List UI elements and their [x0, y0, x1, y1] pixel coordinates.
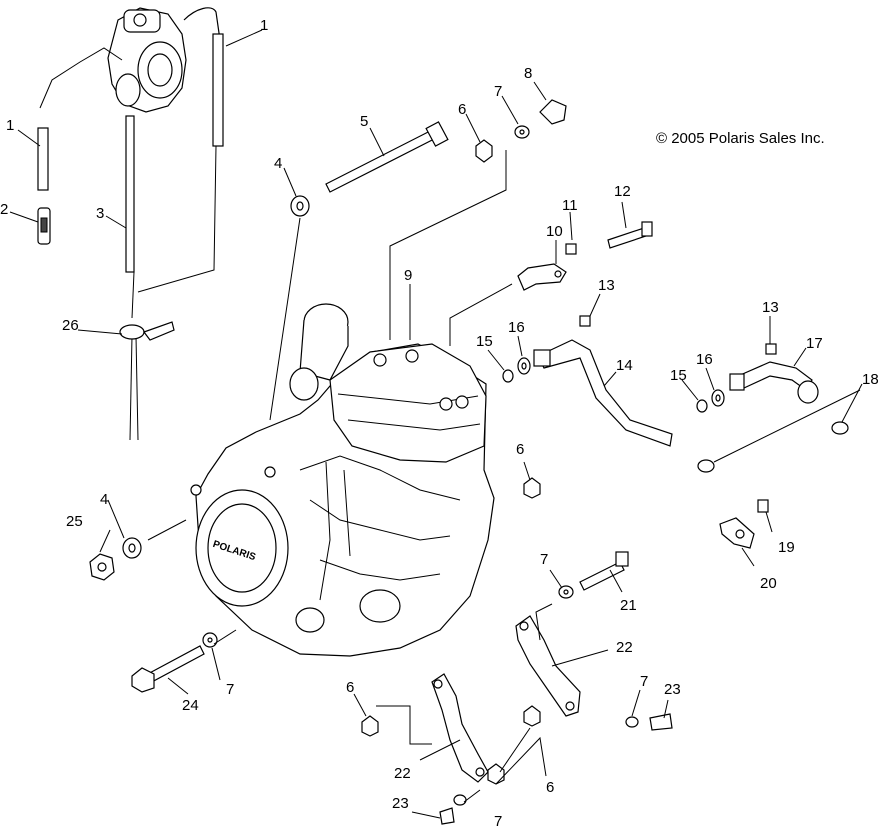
washer-upper [290, 195, 310, 217]
callout-7: 7 [540, 551, 548, 568]
callout-23: 23 [392, 795, 409, 812]
washer-15-right [696, 399, 708, 413]
bolt-13-right [765, 343, 777, 355]
bolt-23-right [649, 713, 673, 731]
callout-4: 4 [274, 155, 282, 172]
callout-23: 23 [664, 681, 681, 698]
callout-18: 18 [862, 371, 879, 388]
callout-8: 8 [524, 65, 532, 82]
vent-hose [125, 115, 135, 273]
callout-10: 10 [546, 223, 563, 240]
washer-lower [122, 537, 142, 559]
callout-6: 6 [346, 679, 354, 696]
bolt-21 [579, 551, 629, 591]
callout-1: 1 [6, 117, 14, 134]
callout-1: 1 [260, 17, 268, 34]
bracket-10 [517, 263, 567, 291]
nut-mid [523, 477, 541, 499]
callout-17: 17 [806, 335, 823, 352]
callout-6: 6 [458, 101, 466, 118]
nut-lower-center [487, 763, 505, 785]
mount-bracket-22-right [515, 615, 581, 717]
callout-26: 26 [62, 317, 79, 334]
callout-12: 12 [614, 183, 631, 200]
washer-15-left [502, 369, 514, 383]
callout-15: 15 [476, 333, 493, 350]
callout-7: 7 [494, 83, 502, 100]
callout-15: 15 [670, 367, 687, 384]
callout-7: 7 [494, 813, 502, 829]
washer-16-right [711, 389, 725, 407]
washer-7-upper [514, 125, 530, 139]
fuel-line-right [212, 33, 224, 147]
fuel-filter [37, 207, 51, 245]
nut-25 [89, 553, 115, 581]
callout-14: 14 [616, 357, 633, 374]
callout-16: 16 [508, 319, 525, 336]
washer-7-lower-right [625, 716, 639, 728]
callout-7: 7 [640, 673, 648, 690]
nut-lower-left [361, 715, 379, 737]
callout-19: 19 [778, 539, 795, 556]
engine-assembly: POLARIS [190, 303, 495, 657]
callout-13: 13 [598, 277, 615, 294]
copyright-notice: © 2005 Polaris Sales Inc. [656, 130, 825, 147]
callout-25: 25 [66, 513, 83, 530]
callout-2: 2 [0, 201, 8, 218]
callout-22: 22 [616, 639, 633, 656]
hose-clamp [119, 321, 175, 341]
callout-9: 9 [404, 267, 412, 284]
fuel-line-short [37, 127, 49, 191]
nut-lower-right [523, 705, 541, 727]
oil-hose-14 [533, 339, 673, 447]
bolt-19 [757, 499, 769, 513]
nut-upper [475, 139, 493, 163]
washer-7-left [202, 632, 218, 648]
clamp-18-right [831, 421, 849, 435]
callout-labels: 1 1 2 3 4 4 5 6 6 6 6 7 7 7 7 7 8 9 10 1… [0, 17, 879, 829]
bolt-13-left [579, 315, 591, 327]
callout-22: 22 [394, 765, 411, 782]
bolt-8 [539, 99, 567, 125]
carburetor [39, 7, 221, 113]
bracket-20 [719, 517, 755, 549]
callout-5: 5 [360, 113, 368, 130]
mount-bracket-22-lower [431, 673, 489, 783]
washer-7-mid [558, 585, 574, 599]
leader-lines [9, 29, 863, 819]
washer-16-left [517, 357, 531, 375]
bolt-23-bottom [439, 807, 455, 825]
bolt-11 [565, 243, 577, 255]
callout-20: 20 [760, 575, 777, 592]
long-bolt [325, 121, 449, 193]
callout-21: 21 [620, 597, 637, 614]
callout-13: 13 [762, 299, 779, 316]
callout-3: 3 [96, 205, 104, 222]
callout-24: 24 [182, 697, 199, 714]
callout-7: 7 [226, 681, 234, 698]
oil-hose-17 [729, 361, 819, 404]
callout-16: 16 [696, 351, 713, 368]
callout-6: 6 [546, 779, 554, 796]
washer-7-bottom [453, 794, 467, 806]
callout-11: 11 [562, 197, 578, 214]
bolt-24 [131, 645, 205, 693]
callout-4: 4 [100, 491, 108, 508]
bolt-12 [607, 221, 653, 249]
clamp-18-left [697, 459, 715, 473]
callout-6: 6 [516, 441, 524, 458]
